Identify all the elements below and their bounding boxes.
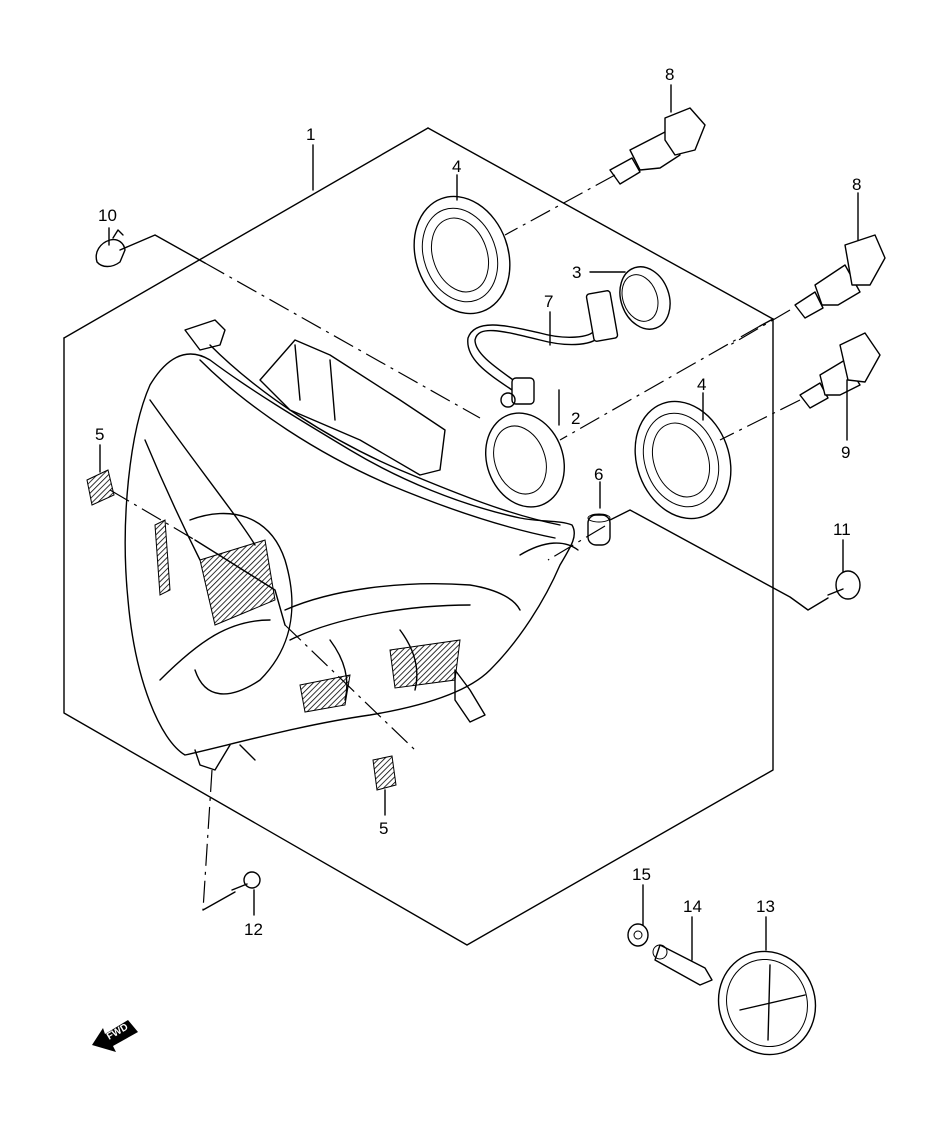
callout-11: 11 [833,520,851,539]
callout-15: 15 [632,865,651,884]
bulb-part-8-right [794,234,886,319]
callout-2: 2 [571,409,580,428]
pad-part-5-bottom [372,755,397,791]
ring-part-2 [484,412,566,508]
ring-part-3 [619,266,671,330]
callout-5b: 5 [379,819,388,838]
callout-1: 1 [306,125,315,144]
callout-10: 10 [98,206,117,225]
headlamp-housing [124,319,579,771]
callouts: 1 2 3 4 4 5 5 6 7 8 8 9 10 11 12 13 14 1… [95,65,861,939]
callout-5a: 5 [95,425,104,444]
callout-6: 6 [594,465,603,484]
screw-part-11 [827,570,861,600]
bulb-part-9 [799,332,881,409]
callout-13: 13 [756,897,775,916]
callout-14: 14 [683,897,702,916]
callout-3: 3 [572,263,581,282]
screw-part-12 [231,871,261,891]
callout-7: 7 [544,292,553,311]
leader-lines [99,84,859,961]
bulb-part-10 [95,229,126,268]
callout-8a: 8 [665,65,674,84]
callout-12: 12 [244,920,263,939]
callout-8b: 8 [852,175,861,194]
bulb-part-8-top [609,107,706,185]
callout-4b: 4 [697,375,706,394]
washer-part-15 [627,923,649,947]
assembly-box [63,127,774,946]
wiring-part-7 [467,290,619,408]
bolt-part-14 [652,944,713,986]
pad-part-5-left [86,469,115,506]
ring-part-4-right [634,400,732,520]
alignment-lines [109,174,829,911]
fwd-arrow-icon: FWD [92,1020,138,1052]
callout-9: 9 [841,443,850,462]
ring-part-4-top [413,195,511,315]
cap-part-13 [717,950,817,1056]
callout-4a: 4 [452,157,461,176]
